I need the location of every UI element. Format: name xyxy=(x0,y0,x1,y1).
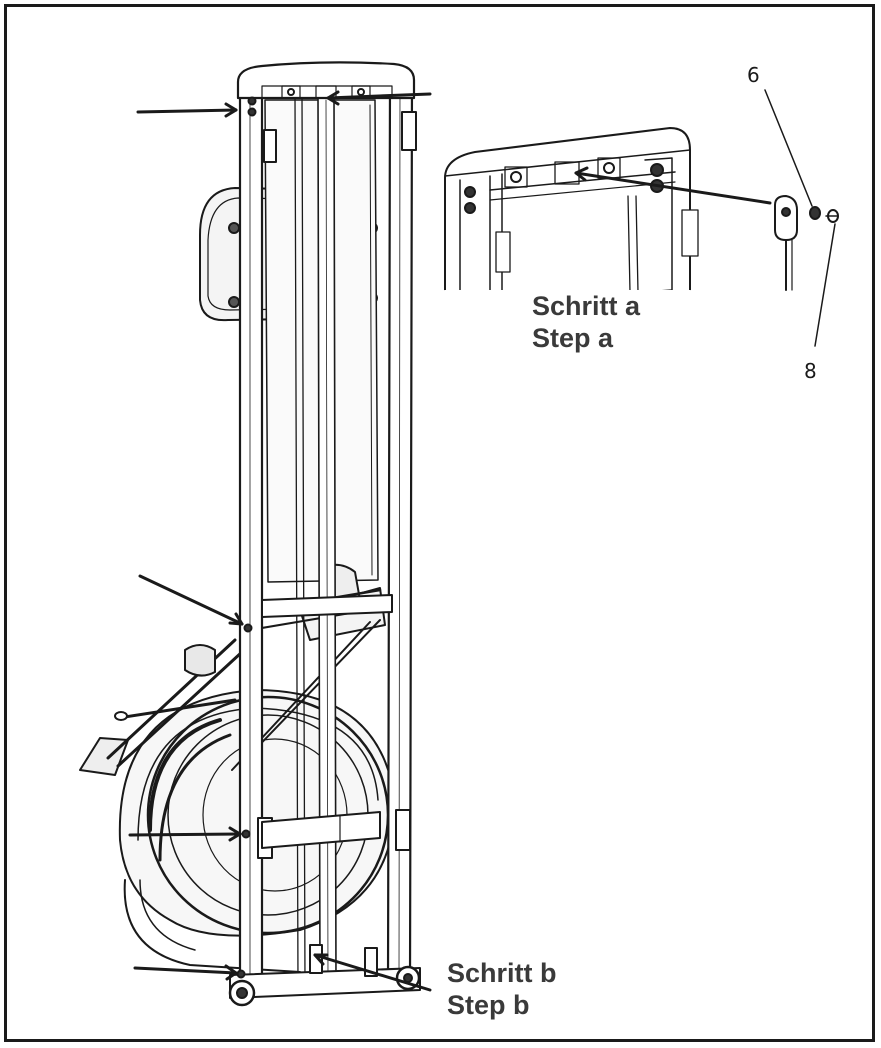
step-b-german: Schritt b xyxy=(447,958,557,988)
step-b-label: Schritt b Step b xyxy=(447,957,557,1021)
arrow-low-left xyxy=(128,826,242,842)
part-number-6: 6 xyxy=(747,63,760,87)
base-wheels xyxy=(228,944,421,1007)
arrow-base-left xyxy=(133,964,238,981)
mid-crossbar xyxy=(241,594,393,839)
step-b-english: Step b xyxy=(447,990,530,1020)
rower-upright-assembly xyxy=(79,61,432,1007)
part-number-8: 8 xyxy=(804,359,817,383)
step-a-label: Schritt a Step a xyxy=(532,290,640,354)
bolt-8 xyxy=(825,209,839,223)
step-a-german: Schritt a xyxy=(532,291,641,321)
detail-inset-step-a xyxy=(443,89,839,347)
arrow-mid-left xyxy=(138,574,244,626)
inset-arrow xyxy=(574,166,772,205)
main-arrows xyxy=(128,90,432,992)
step-a-english: Step a xyxy=(532,323,614,353)
arrow-top-left xyxy=(136,102,238,118)
rail-brackets xyxy=(257,111,417,859)
top-cap xyxy=(236,61,416,117)
arrow-base-right xyxy=(313,953,432,992)
arrow-top-right xyxy=(326,90,432,106)
